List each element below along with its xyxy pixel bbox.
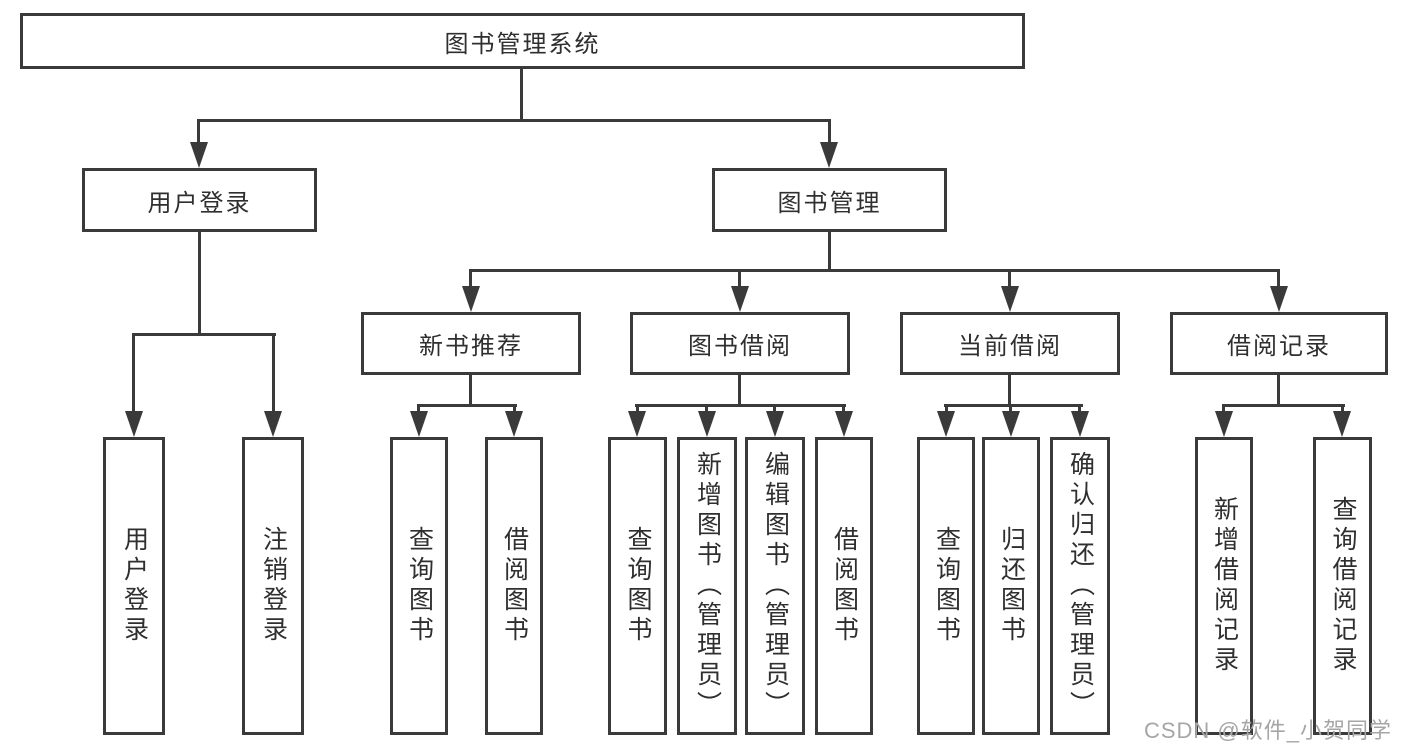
leaf-query-borrow-record: 查询借阅记录 [1313, 437, 1372, 735]
connector-group-stub [1277, 373, 1280, 407]
node-library-system: 图书管理系统 [20, 13, 1025, 69]
leaf-query-books: 查询图书 [390, 437, 448, 735]
arrow-down-icon [190, 142, 208, 168]
connector-userlogin-stem [197, 119, 200, 145]
leaf-add-books-admin: 新增图书（管理员） [677, 437, 737, 735]
arrow-down-icon [766, 411, 784, 437]
leaf-return-books: 归还图书 [982, 437, 1040, 735]
node-book-management: 图书管理 [712, 168, 947, 232]
node-borrow-records: 借阅记录 [1170, 312, 1388, 375]
leaf-borrow-books: 借阅图书 [485, 437, 543, 735]
arrow-down-icon [264, 411, 282, 437]
leaf-add-borrow-record: 新增借阅记录 [1195, 437, 1253, 735]
connector-stem [513, 404, 516, 414]
arrow-down-icon [125, 411, 143, 437]
connector-bookmgmt-stem [828, 119, 831, 145]
leaf-query-books: 查询图书 [608, 437, 667, 735]
connector-stem [272, 333, 275, 413]
connector-stem [1009, 404, 1012, 414]
connector-stem [738, 269, 741, 289]
connector-stem [842, 404, 845, 414]
leaf-confirm-return-admin: 确认归还（管理员） [1050, 437, 1110, 735]
leaf-user-login: 用户登录 [103, 437, 165, 735]
connector-stem [469, 269, 472, 289]
connector-group-stub [1008, 373, 1011, 407]
leaf-edit-books-admin: 编辑图书（管理员） [745, 437, 805, 735]
arrow-down-icon [505, 411, 523, 437]
arrow-down-icon [820, 142, 838, 168]
arrow-down-icon [731, 286, 749, 312]
connector-stem [1341, 404, 1344, 414]
arrow-down-icon [1333, 411, 1351, 437]
leaf-query-books: 查询图书 [917, 437, 975, 735]
arrow-down-icon [628, 411, 646, 437]
arrow-down-icon [1270, 286, 1288, 312]
connector-group-bar [1222, 404, 1345, 407]
connector-stem [945, 404, 948, 414]
connector-stem [1078, 404, 1081, 414]
connector-stem [417, 404, 420, 414]
connector-group-bar [635, 404, 846, 407]
leaf-logout: 注销登录 [242, 437, 304, 735]
connector-stem [773, 404, 776, 414]
connector-stem [132, 333, 135, 413]
arrow-down-icon [462, 286, 480, 312]
leaf-borrow-books: 借阅图书 [815, 437, 873, 735]
arrow-down-icon [698, 411, 716, 437]
connector-stem [705, 404, 708, 414]
node-current-borrow: 当前借阅 [900, 312, 1120, 375]
arrow-down-icon [1071, 411, 1089, 437]
arrow-down-icon [1001, 286, 1019, 312]
arrow-down-icon [835, 411, 853, 437]
connector-userlogin-stub [198, 230, 201, 336]
connector-bookmgmt-stub [828, 230, 831, 272]
node-new-book-recommend: 新书推荐 [361, 312, 581, 375]
connector-stem [1222, 404, 1225, 414]
connector-stem [1008, 269, 1011, 289]
connector-group-bar [944, 404, 1083, 407]
node-user-login: 用户登录 [82, 168, 317, 232]
connector-userlogin-bar [132, 333, 276, 336]
connector-group-stub [738, 373, 741, 407]
node-book-borrow: 图书借阅 [630, 312, 850, 375]
connector-group-bar [417, 404, 517, 407]
connector-group-stub [469, 373, 472, 407]
connector-stem [1277, 269, 1280, 289]
arrow-down-icon [410, 411, 428, 437]
arrow-down-icon [937, 411, 955, 437]
connector-stem [636, 404, 639, 414]
connector-bookmgmt-bar [469, 269, 1280, 272]
arrow-down-icon [1215, 411, 1233, 437]
connector-root-bar [198, 119, 831, 122]
arrow-down-icon [1002, 411, 1020, 437]
watermark: CSDN @软件_小贺同学 [1143, 718, 1392, 743]
connector-root-stub [520, 67, 523, 122]
